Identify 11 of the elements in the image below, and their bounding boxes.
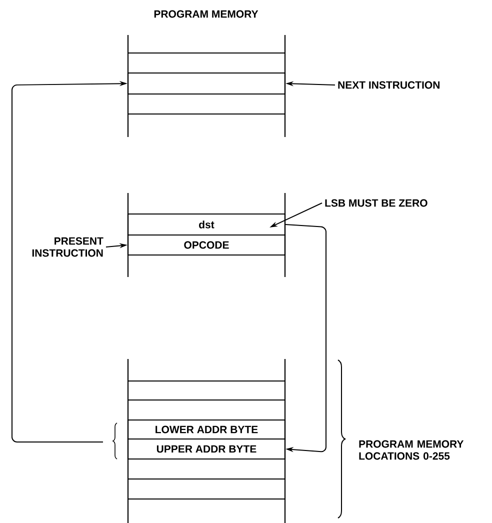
brace-label: PROGRAM MEMORY LOCATIONS 0-255 [359, 440, 464, 460]
memory-row: OPCODE [127, 234, 286, 256]
pointer-label: NEXT INSTRUCTION [338, 81, 440, 89]
memory-row [127, 72, 286, 95]
memory-row: UPPER ADDR BYTE [127, 438, 286, 460]
title: PROGRAM MEMORY [154, 10, 258, 18]
arrow [285, 224, 326, 452]
memory-row: LOWER ADDR BYTE [127, 419, 286, 440]
note-label: LSB MUST BE ZERO [325, 199, 428, 207]
pointer-label: PRESENT INSTRUCTION [32, 237, 104, 257]
memory-row: dst [127, 213, 286, 236]
